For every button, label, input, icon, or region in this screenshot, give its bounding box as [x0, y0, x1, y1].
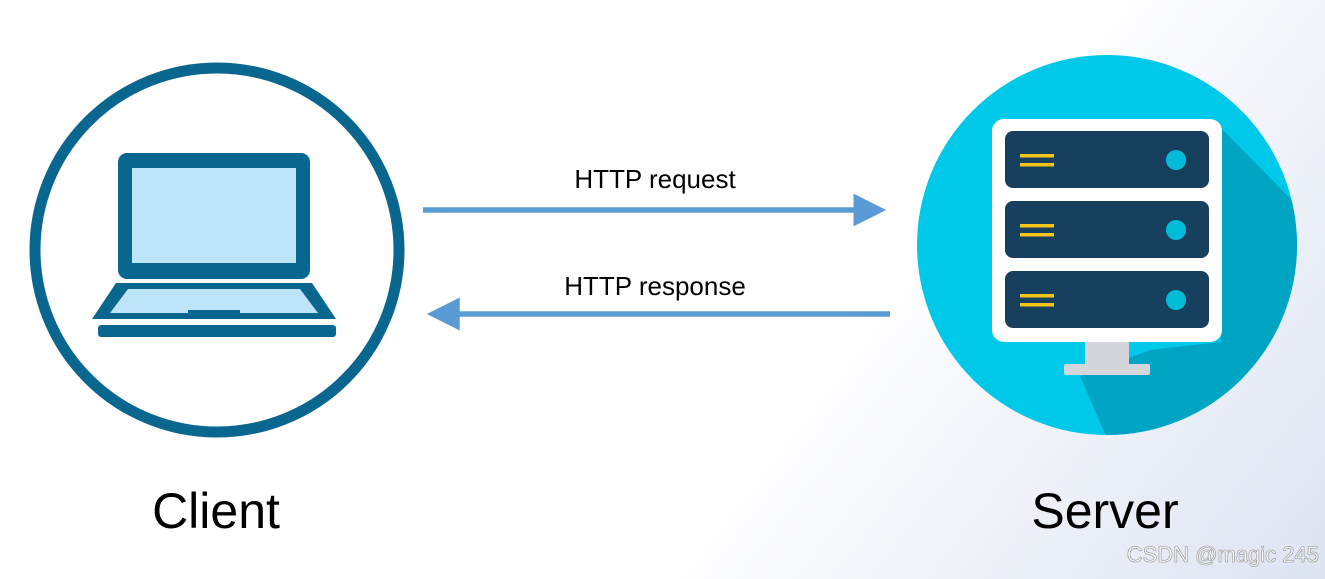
http-response-label: HTTP response: [564, 271, 746, 301]
watermark: CSDN @magic 245: [1126, 542, 1319, 568]
server-node: [917, 55, 1297, 435]
laptop-icon: [92, 153, 336, 337]
client-label: Client: [152, 483, 280, 539]
server-rack-icon: [992, 119, 1222, 375]
client-node: [29, 62, 405, 438]
server-label: Server: [1031, 483, 1179, 539]
server-long-shadow: [1080, 128, 1297, 435]
http-request-label: HTTP request: [574, 164, 736, 194]
